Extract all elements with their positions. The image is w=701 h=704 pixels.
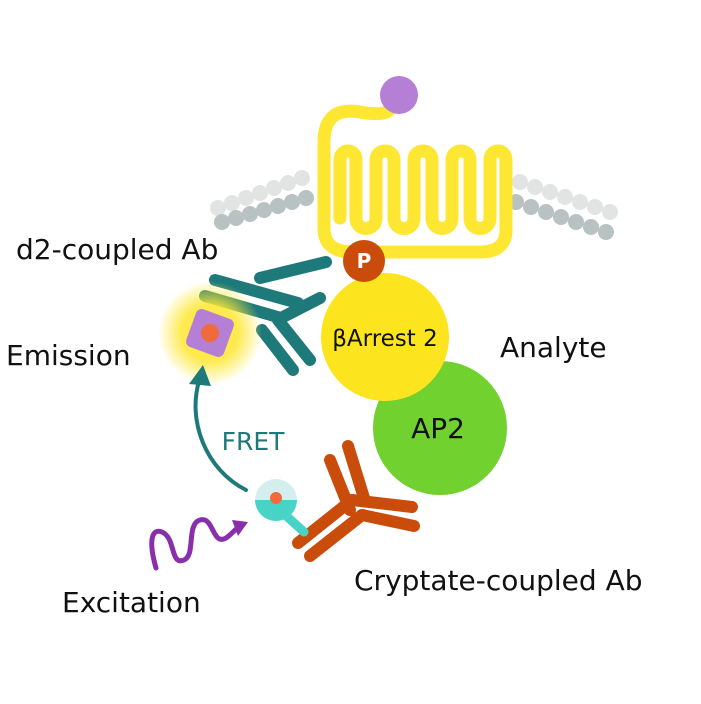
- membrane-bead: [252, 185, 268, 201]
- beta-arrestin-2-label: βArrest 2: [332, 326, 438, 352]
- membrane-bead: [280, 175, 296, 191]
- membrane-bead: [587, 199, 603, 215]
- phospho-label: P: [357, 249, 372, 273]
- membrane-bead: [602, 204, 618, 220]
- acceptor-core-icon: [201, 324, 219, 342]
- membrane-bead: [294, 170, 310, 186]
- ap2-label: AP2: [411, 412, 465, 445]
- membrane-bead: [242, 206, 258, 222]
- cell-membrane: [210, 170, 618, 240]
- membrane-bead: [553, 209, 569, 225]
- ligand-icon: [380, 76, 418, 114]
- fret-label: FRET: [222, 427, 286, 456]
- membrane-bead: [298, 190, 314, 206]
- membrane-bead: [583, 219, 599, 235]
- fret-arrowhead-icon: [189, 365, 211, 386]
- membrane-bead: [512, 174, 528, 190]
- gpcr-receptor: [317, 91, 513, 259]
- cryptate-antibody-label: Cryptate-coupled Ab: [354, 564, 643, 597]
- membrane-bead: [256, 202, 272, 218]
- cryptate-antibody-lower-a: [356, 509, 420, 532]
- excitation-label: Excitation: [62, 586, 201, 619]
- membrane-bead: [238, 190, 254, 206]
- membrane-bead: [538, 204, 554, 220]
- membrane-bead: [214, 214, 230, 230]
- d2-antibody-label: d2-coupled Ab: [16, 233, 218, 266]
- d2-antibody-light-arm: [209, 274, 304, 309]
- cryptate-antibody-stem-a: [292, 494, 358, 549]
- membrane-bead: [557, 189, 573, 205]
- d2-antibody-lower-arm-a: [256, 324, 299, 376]
- membrane-bead: [224, 195, 240, 211]
- membrane-bead: [284, 194, 300, 210]
- emission-label: Emission: [6, 339, 131, 372]
- membrane-bead: [266, 180, 282, 196]
- d2-antibody-lower-arm-b: [272, 314, 316, 366]
- cryptate-antibody-stem-b: [304, 509, 368, 562]
- cryptate-coupled-antibody: [292, 440, 420, 562]
- beta-arrestin-2-protein: [321, 273, 449, 401]
- membrane-bead: [270, 198, 286, 214]
- membrane-bead: [542, 184, 558, 200]
- fret-arrow-icon: [193, 376, 248, 492]
- membrane-bead: [572, 194, 588, 210]
- analyte-label: Analyte: [500, 331, 607, 364]
- donor-icon: [255, 479, 297, 521]
- membrane-bead: [527, 179, 543, 195]
- excitation-arrowhead-icon: [232, 520, 248, 536]
- membrane-bead: [523, 199, 539, 215]
- cryptate-antibody-lower-b: [346, 494, 418, 513]
- membrane-bead: [210, 200, 226, 216]
- excitation-wave-icon: [149, 517, 241, 571]
- phospho-icon: [343, 240, 385, 282]
- membrane-bead: [568, 214, 584, 230]
- d2-antibody-fc-side: [275, 292, 326, 324]
- membrane-bead: [228, 210, 244, 226]
- d2-antibody-fc-top: [254, 256, 332, 284]
- cryptate-antibody-arm-b: [342, 440, 370, 504]
- membrane-bead: [598, 224, 614, 240]
